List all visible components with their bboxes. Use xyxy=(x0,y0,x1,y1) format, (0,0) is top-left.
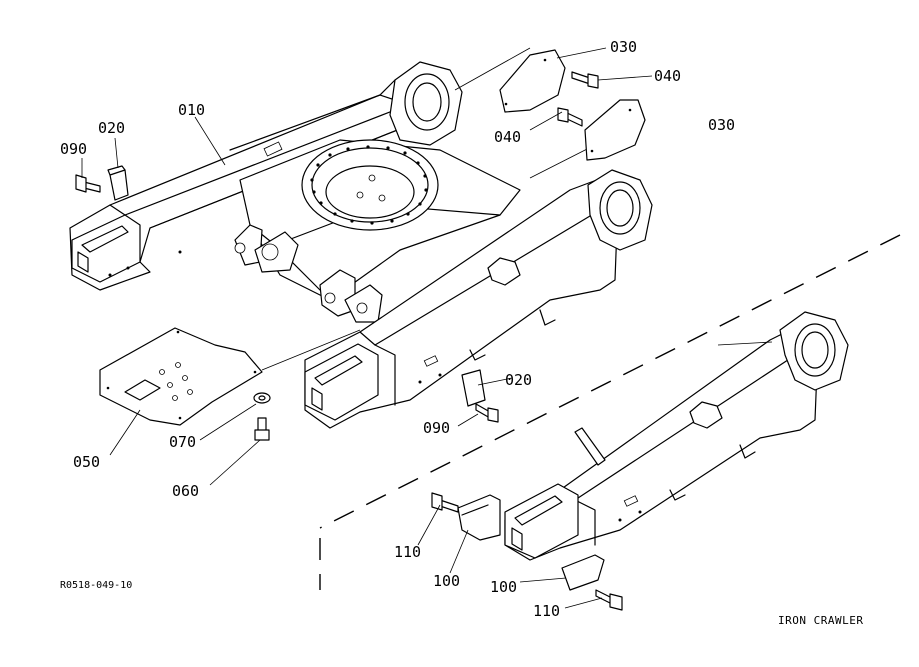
under-cover-plate-050 xyxy=(99,327,361,426)
label-070: 070 xyxy=(169,433,196,451)
label-100-lower: 100 xyxy=(490,578,517,596)
bracket-020-left xyxy=(107,165,129,201)
iron-crawler-side-frame xyxy=(504,311,849,561)
label-030-upper: 030 xyxy=(610,38,637,56)
dashed-group-boundary xyxy=(319,234,901,590)
label-110-lower: 110 xyxy=(533,602,560,620)
bolt-060 xyxy=(254,417,270,441)
reference-code: R0518-049-10 xyxy=(60,580,132,591)
label-040-upper: 040 xyxy=(654,67,681,85)
label-030-lower: 030 xyxy=(708,116,735,134)
diagram-caption: IRON CRAWLER xyxy=(778,614,863,627)
bolt-040-lower xyxy=(557,107,583,127)
cover-030-lower xyxy=(584,99,646,161)
bracket-100-lower xyxy=(561,554,605,591)
label-020-left: 020 xyxy=(98,119,125,137)
label-110-upper: 110 xyxy=(394,543,421,561)
washer-070 xyxy=(253,392,271,404)
bolt-circle-holes xyxy=(310,145,428,225)
label-060: 060 xyxy=(172,482,199,500)
label-100-upper: 100 xyxy=(433,572,460,590)
label-040-lower: 040 xyxy=(494,128,521,146)
label-090-middle: 090 xyxy=(423,419,450,437)
leader-lines xyxy=(81,47,653,609)
label-020-middle: 020 xyxy=(505,371,532,389)
bolt-040-upper xyxy=(571,71,599,89)
bolt-110-lower xyxy=(595,589,623,611)
bolt-090-left xyxy=(75,174,101,193)
bolt-110-upper xyxy=(431,492,459,513)
label-050: 050 xyxy=(73,453,100,471)
label-010: 010 xyxy=(178,101,205,119)
label-090-left: 090 xyxy=(60,140,87,158)
bolt-090-middle xyxy=(475,403,499,423)
cover-030-upper xyxy=(499,49,566,113)
track-frame-010 xyxy=(69,47,653,429)
bracket-020-middle xyxy=(461,369,486,407)
bracket-100-upper xyxy=(457,494,501,541)
